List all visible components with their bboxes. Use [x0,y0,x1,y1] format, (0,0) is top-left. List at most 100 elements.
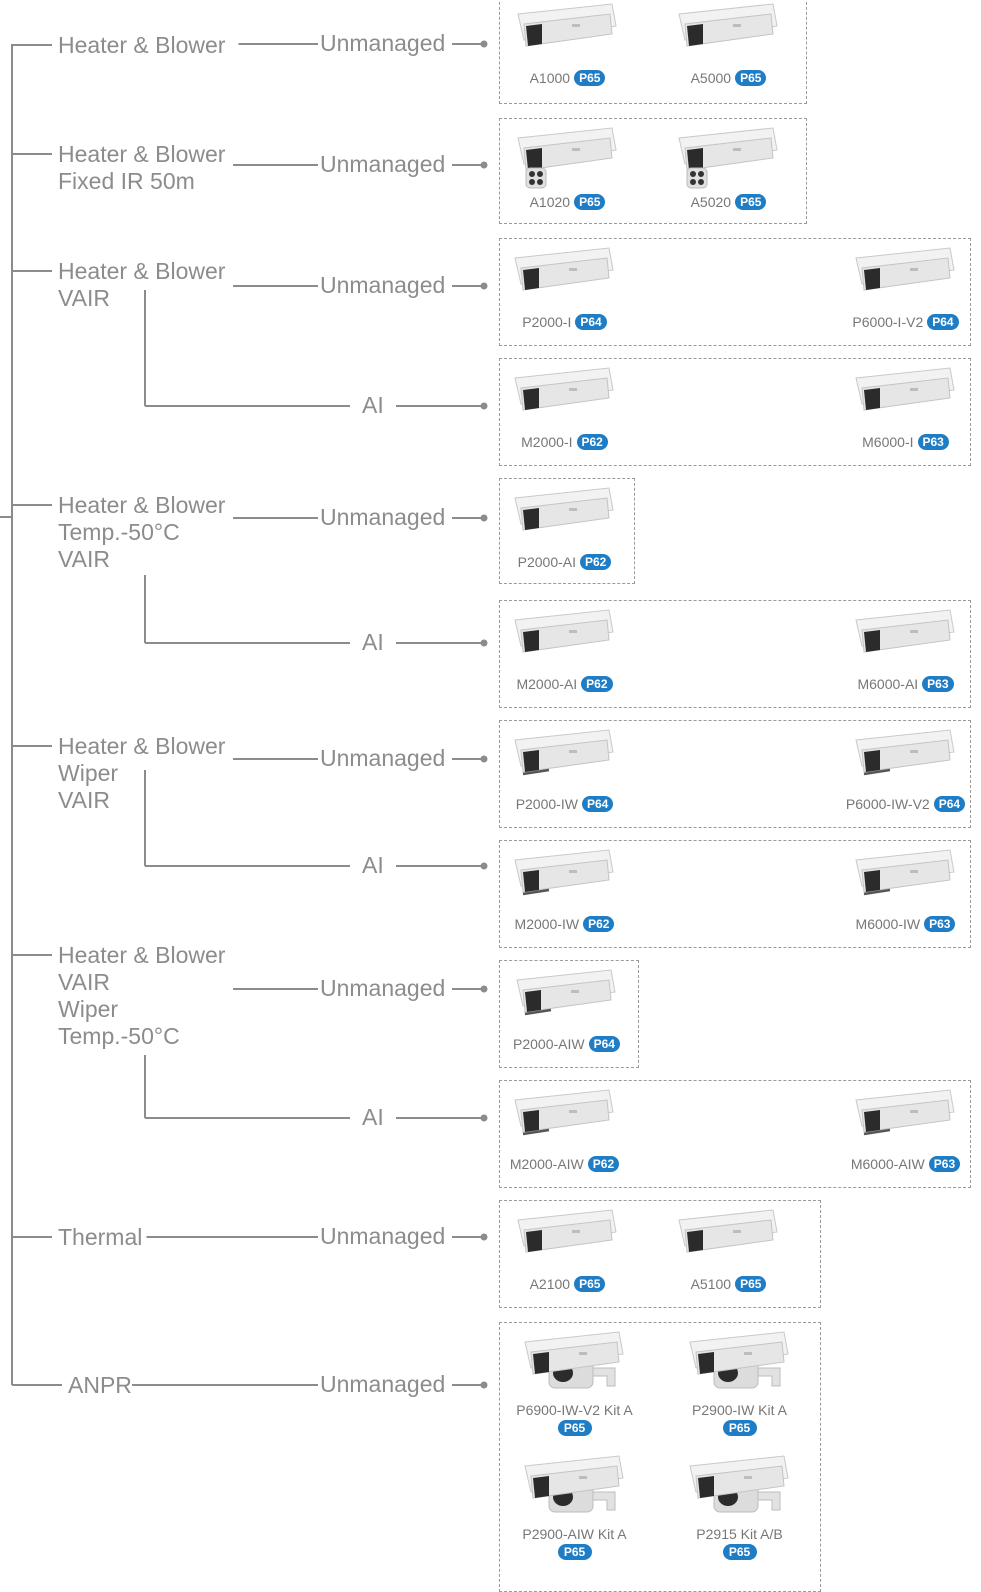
feature-label: Temp.-50°C [58,519,180,546]
page-reference-badge[interactable]: P65 [735,70,766,86]
product-label: M6000-AIP63 [838,676,973,692]
page-reference-badge[interactable]: P65 [558,1544,592,1560]
camera-housing-icon [509,484,621,550]
connector-dot [481,403,488,410]
camera-housing-icon [850,606,962,672]
feature-label: Heater & Blower [58,492,225,519]
page-reference-badge[interactable]: P62 [583,916,614,932]
feature-label: VAIR [58,787,110,814]
page-reference-badge[interactable]: P62 [581,676,612,692]
product-label: P2915 Kit A/B P65 [672,1526,807,1560]
anpr-camera-kit-icon [684,1328,796,1394]
connector-dot [481,1234,488,1241]
product-name: M6000-AIW [851,1156,925,1172]
product-name: P6900-IW-V2 Kit A [516,1402,632,1418]
page-reference-badge[interactable]: P64 [582,796,613,812]
product-card[interactable]: P2900-IW Kit A P65 [672,1328,807,1438]
product-name: A5100 [691,1276,731,1292]
page-reference-badge[interactable]: P64 [934,796,965,812]
camera-housing-icon [850,364,962,430]
page-reference-badge[interactable]: P65 [723,1544,757,1560]
product-name: P2915 Kit A/B [696,1526,782,1542]
page-reference-badge[interactable]: P64 [927,314,958,330]
management-label-unmanaged: Unmanaged [318,1223,447,1250]
thermal-camera-housing-icon [512,1206,624,1272]
page-reference-badge[interactable]: P62 [588,1156,619,1172]
product-name: P6000-I-V2 [852,314,923,330]
product-name: P2000-AI [518,554,576,570]
product-card[interactable]: P2915 Kit A/B P65 [672,1452,807,1562]
page-reference-badge[interactable]: P63 [922,676,953,692]
product-name: M2000-IW [515,916,580,932]
management-label-ai: AI [360,392,386,419]
page-reference-badge[interactable]: P63 [918,434,949,450]
page-reference-badge[interactable]: P65 [723,1420,757,1436]
product-card[interactable]: P2900-AIW Kit A P65 [507,1452,642,1562]
anpr-camera-kit-icon [519,1328,631,1394]
page-reference-badge[interactable]: P64 [575,314,606,330]
feature-label: Temp.-50°C [58,1023,180,1050]
connector-dot [481,863,488,870]
product-card[interactable]: M6000-I P63 [838,364,973,474]
page-reference-badge[interactable]: P63 [929,1156,960,1172]
page-reference-badge[interactable]: P63 [924,916,955,932]
product-card[interactable]: P6900-IW-V2 Kit A P65 [507,1328,642,1438]
camera-housing-icon [509,364,621,430]
page-reference-badge[interactable]: P65 [574,194,605,210]
feature-label: Heater & Blower [58,141,225,168]
page-reference-badge[interactable]: P65 [735,1276,766,1292]
management-label-unmanaged: Unmanaged [318,272,447,299]
anpr-camera-kit-icon [684,1452,796,1518]
feature-label: Heater & Blower [58,942,225,969]
camera-housing-icon [850,244,962,310]
camera-housing-wiper-icon [850,1086,962,1152]
camera-housing-icon [509,244,621,310]
page-reference-badge[interactable]: P62 [580,554,611,570]
product-label: P6000-IW-V2P64 [838,796,973,812]
page-reference-badge[interactable]: P62 [577,434,608,450]
page-reference-badge[interactable]: P65 [558,1420,592,1436]
product-name: P2000-I [522,314,571,330]
page-reference-badge[interactable]: P64 [589,1036,620,1052]
camera-housing-wiper-icon [511,966,623,1032]
camera-housing-wiper-icon [509,726,621,792]
product-name: P2900-AIW Kit A [522,1526,626,1542]
page-reference-badge[interactable]: P65 [574,1276,605,1292]
management-label-unmanaged: Unmanaged [318,504,447,531]
management-label-unmanaged: Unmanaged [318,151,447,178]
product-name: P2900-IW Kit A [692,1402,787,1418]
product-name: M6000-I [862,434,913,450]
product-label: P6900-IW-V2 Kit A P65 [507,1402,642,1436]
product-name: P2000-IW [516,796,578,812]
camera-housing-icon [512,0,624,66]
connector-dot [481,1382,488,1389]
page-reference-badge[interactable]: P65 [574,70,605,86]
page-reference-badge[interactable]: P65 [735,194,766,210]
